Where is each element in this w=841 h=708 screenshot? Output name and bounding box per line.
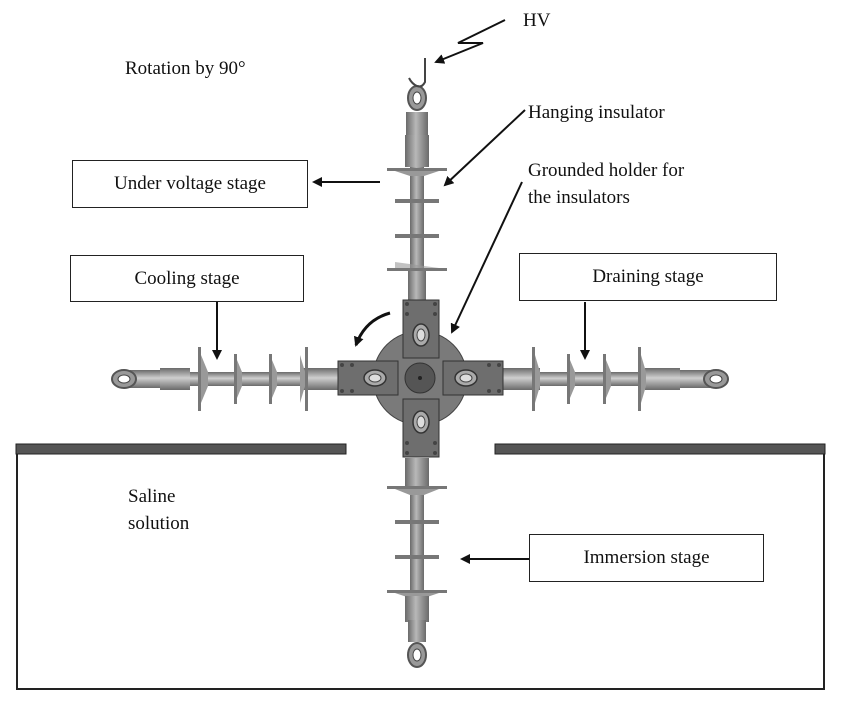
insulator-top — [387, 58, 447, 305]
saline-label-line1: Saline — [128, 486, 176, 507]
insulator-right — [500, 347, 729, 411]
under-voltage-stage-box: Under voltage stage — [72, 160, 308, 208]
rotation-arrow — [354, 311, 391, 347]
saline-label-line2: solution — [128, 513, 190, 534]
draining-stage-label: Draining stage — [592, 266, 704, 287]
hv-label: HV — [523, 10, 551, 31]
rotation-label: Rotation by 90° — [125, 58, 246, 79]
cooling-stage-label: Cooling stage — [134, 267, 240, 289]
under-voltage-stage-label: Under voltage stage — [114, 173, 266, 194]
hv-lightning-arrow — [434, 19, 506, 64]
holder-plate-top — [402, 299, 440, 359]
holder-plate-bottom — [402, 398, 440, 458]
insulator-bottom — [387, 458, 447, 668]
grounded-holder — [337, 299, 504, 458]
tank-lid-left — [15, 443, 347, 455]
grounded-holder-label-line1: Grounded holder for — [528, 160, 685, 181]
cooling-stage-box: Cooling stage — [70, 255, 304, 302]
draining-stage-box: Draining stage — [519, 253, 777, 301]
saline-tank — [15, 443, 826, 690]
hv-hook — [408, 58, 426, 88]
hanging-insulator-label: Hanging insulator — [528, 102, 665, 123]
hanging-insulator-arrow — [443, 109, 526, 187]
grounded-holder-label-line2: the insulators — [528, 187, 630, 208]
insulator-left — [111, 347, 340, 411]
arrows — [212, 19, 590, 564]
grounded-holder-arrow — [450, 181, 523, 334]
tank-lid-right — [494, 443, 826, 455]
immersion-stage-box: Immersion stage — [529, 534, 764, 582]
tank-walls — [16, 454, 825, 690]
immersion-stage-label: Immersion stage — [583, 547, 710, 568]
